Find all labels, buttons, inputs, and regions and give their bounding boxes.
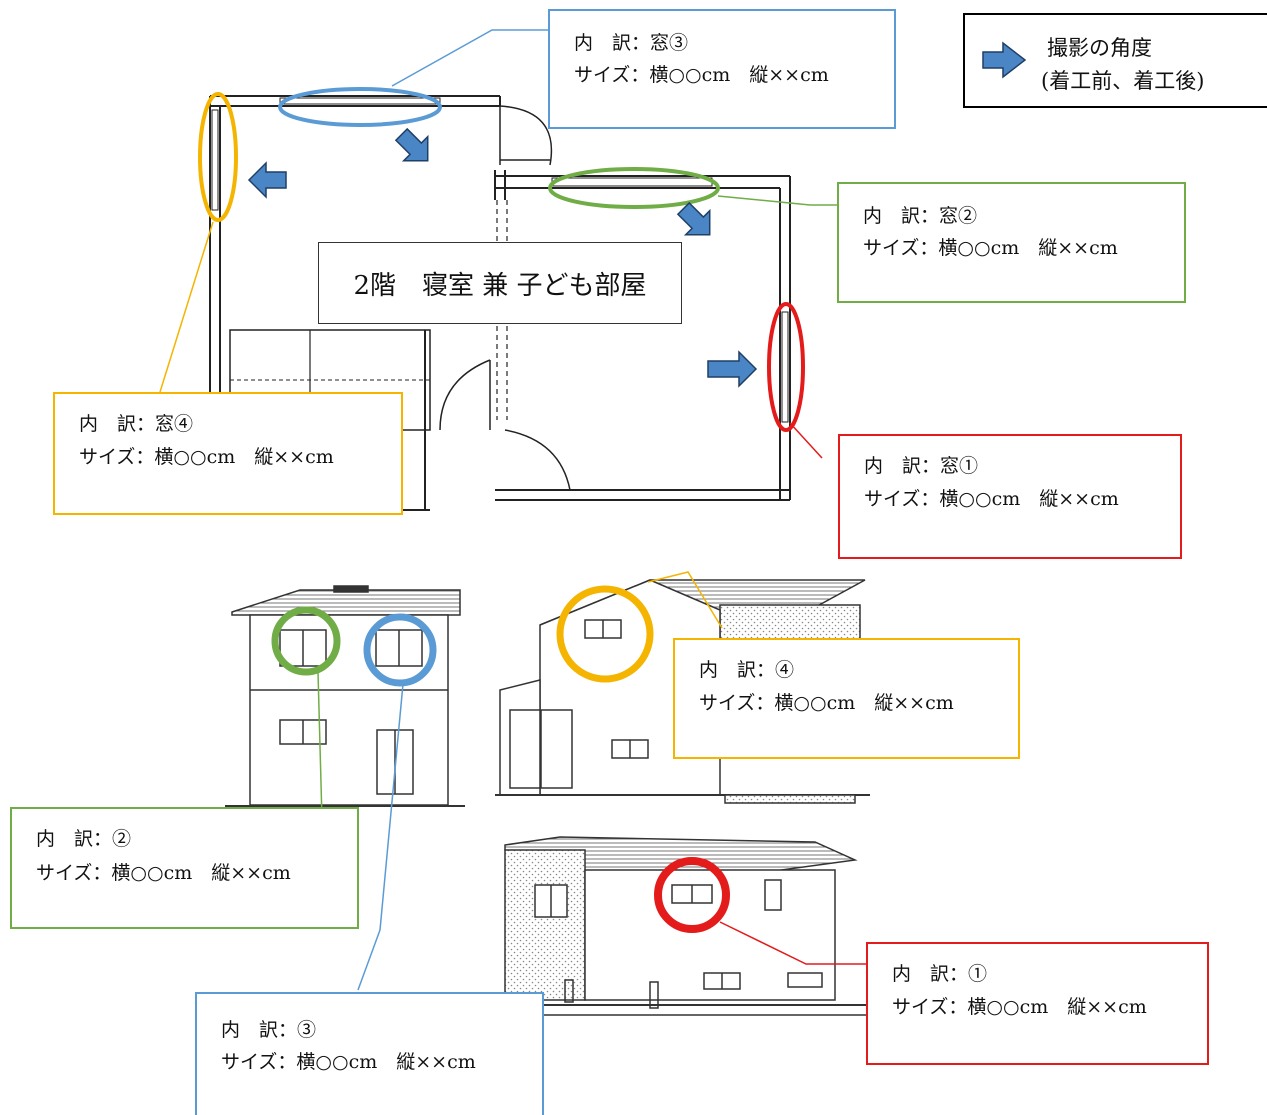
legend-title: 撮影の角度 (1047, 36, 1152, 60)
callout-window1: 内 訳：窓① サイズ：横○○cm 縦××cm (838, 434, 1182, 559)
callout-window3-size: サイズ：横○○cm 縦××cm (574, 64, 829, 86)
callout-elev2-size: サイズ：横○○cm 縦××cm (36, 862, 291, 884)
callout-elev4: 内 訳：④ サイズ：横○○cm 縦××cm (673, 638, 1020, 759)
callout-elev3-size: サイズ：横○○cm 縦××cm (221, 1051, 476, 1073)
window1-elevation-marker (654, 857, 730, 933)
camera-arrow-icon (247, 161, 287, 199)
callout-window2-item: 内 訳：窓② (863, 205, 978, 227)
callout-window4: 内 訳：窓④ サイズ：横○○cm 縦××cm (53, 392, 403, 515)
callout-elev1-size: サイズ：横○○cm 縦××cm (892, 996, 1147, 1018)
callout-elev1-item: 内 訳：① (892, 963, 988, 985)
callout-window4-size: サイズ：横○○cm 縦××cm (79, 446, 334, 468)
elevation-rear (500, 836, 870, 1016)
camera-arrow-icon (707, 350, 758, 388)
callout-elev3-item: 内 訳：③ (221, 1019, 317, 1041)
callout-elev4-item: 内 訳：④ (699, 659, 795, 681)
elevation-front (225, 585, 465, 807)
callout-window3-item: 内 訳：窓③ (574, 32, 689, 54)
camera-arrow-icon (394, 127, 429, 162)
callout-elev4-size: サイズ：横○○cm 縦××cm (699, 692, 954, 714)
legend-box: 撮影の角度 (着工前、着工後) (963, 13, 1267, 108)
callout-elev3: 内 訳：③ サイズ：横○○cm 縦××cm (195, 992, 544, 1115)
callout-elev1: 内 訳：① サイズ：横○○cm 縦××cm (866, 942, 1209, 1065)
right-arrow-icon (982, 41, 1027, 79)
window3-elevation-marker (363, 613, 437, 687)
callout-elev2-item: 内 訳：② (36, 828, 132, 850)
window2-plan-marker (548, 167, 720, 209)
callout-window1-item: 内 訳：窓① (864, 455, 979, 477)
legend-subtitle: (着工前、着工後) (1041, 69, 1205, 93)
window2-elevation-marker (271, 606, 341, 676)
callout-window2-size: サイズ：横○○cm 縦××cm (863, 237, 1118, 259)
callout-window2: 内 訳：窓② サイズ：横○○cm 縦××cm (837, 182, 1186, 303)
room-label: 2階 寝室 兼 子ども部屋 (318, 242, 682, 324)
window1-plan-marker (767, 302, 805, 432)
window4-plan-marker (198, 92, 238, 222)
callout-elev2: 内 訳：② サイズ：横○○cm 縦××cm (10, 807, 359, 929)
window4-elevation-marker (556, 585, 654, 683)
callout-window1-size: サイズ：横○○cm 縦××cm (864, 488, 1119, 510)
callout-window4-item: 内 訳：窓④ (79, 413, 194, 435)
callout-window3: 内 訳：窓③ サイズ：横○○cm 縦××cm (548, 9, 896, 129)
window3-plan-marker (278, 87, 442, 127)
camera-arrow-icon (676, 201, 711, 236)
